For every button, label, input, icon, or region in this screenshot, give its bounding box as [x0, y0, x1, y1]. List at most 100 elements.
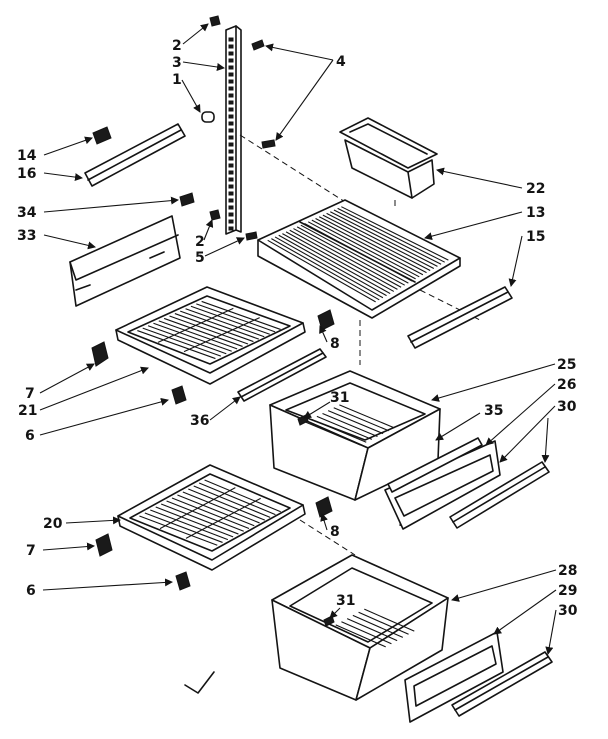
callout-30-lower: 30 — [558, 603, 578, 619]
grid-bar — [316, 415, 373, 440]
ladder-slot — [228, 156, 234, 161]
grid-bar — [137, 330, 216, 360]
crisper-rail — [237, 348, 327, 402]
ladder-slot — [228, 37, 234, 42]
callout-22: 22 — [526, 181, 545, 197]
grid-bar — [193, 485, 271, 518]
grid-bar — [196, 303, 276, 333]
callout-36: 36 — [190, 413, 209, 429]
callout-8-lower: 8 — [330, 524, 340, 540]
drawer-trim-lower — [451, 651, 553, 717]
grid-bar — [163, 317, 243, 347]
callout-6-lower: 6 — [26, 583, 36, 599]
grid-bar — [142, 327, 222, 357]
grid-bar — [188, 488, 266, 521]
grid-bar — [296, 226, 405, 286]
leader-lines — [39, 23, 557, 655]
grid-bar — [285, 231, 395, 292]
glass-shelf-upper — [115, 286, 306, 385]
ladder-slot — [228, 191, 234, 196]
ladder-slot — [228, 177, 234, 182]
callout-29: 29 — [558, 583, 577, 599]
trim-clip — [92, 126, 112, 145]
callout-20: 20 — [43, 516, 63, 532]
callout-35: 35 — [484, 403, 503, 419]
ladder-slot — [228, 212, 234, 217]
glass-shelf-lower — [117, 464, 306, 571]
grid-bar — [333, 407, 389, 432]
ladder-slot — [228, 149, 234, 154]
grid-bar — [153, 322, 232, 352]
callout-21: 21 — [18, 403, 37, 419]
grid-bar — [159, 487, 236, 530]
grid-bar — [307, 221, 416, 280]
grid-bar — [139, 515, 218, 546]
grid-bar — [158, 320, 238, 350]
wire-shelf — [257, 199, 461, 319]
screw-middle — [261, 139, 276, 149]
ladder-slot — [228, 107, 234, 112]
ladder-slot — [228, 114, 234, 119]
shelf-trim-upper — [84, 123, 186, 187]
grid-bar — [169, 315, 249, 345]
crisper-front-lower — [404, 631, 504, 723]
grid-bar — [305, 421, 361, 446]
grid-bar — [311, 219, 420, 278]
ladder-slot — [228, 184, 234, 189]
grid-bar — [267, 239, 376, 303]
callout-31-upper: 31 — [330, 390, 349, 406]
support-left-upper — [91, 341, 109, 367]
callout-33: 33 — [17, 228, 36, 244]
grid-bar — [180, 310, 260, 340]
callout-28: 28 — [558, 563, 577, 579]
grid-bar — [335, 624, 386, 648]
ladder-slot — [228, 65, 234, 70]
callout-8-upper: 8 — [330, 336, 340, 352]
shelf-brackets — [91, 309, 335, 591]
ladder-slot — [228, 121, 234, 126]
ladder-slot — [228, 44, 234, 49]
callout-2-upper: 2 — [172, 38, 182, 54]
grid-bar — [352, 614, 404, 638]
support-front-upper — [171, 385, 187, 405]
shelf-trim-right — [407, 286, 513, 349]
grid-bar — [198, 482, 276, 516]
callout-34: 34 — [17, 205, 37, 221]
callout-7-upper: 7 — [25, 386, 35, 402]
callout-25: 25 — [557, 357, 576, 373]
screw-lower — [245, 231, 258, 241]
ladder-slot — [228, 100, 234, 105]
grid-bar — [318, 216, 427, 274]
grid-bar — [337, 207, 445, 263]
ladder-slot — [228, 170, 234, 175]
grid-bar — [327, 410, 384, 435]
grid-bar — [182, 491, 260, 524]
front-trim-upper — [387, 437, 483, 493]
crisper-drawer-upper — [269, 370, 441, 501]
grid-bar — [150, 509, 229, 541]
drawer-trim-upper — [449, 461, 550, 529]
grid-bar — [300, 224, 409, 284]
callout-6-upper: 6 — [25, 428, 35, 444]
grid-bar — [293, 228, 402, 288]
ladder-slot — [228, 219, 234, 224]
callout-15: 15 — [526, 229, 545, 245]
grid-bar — [311, 418, 367, 443]
ladder-slot — [228, 86, 234, 91]
callout-14: 14 — [17, 148, 37, 164]
ladder-slot — [228, 163, 234, 168]
ladder-slot — [228, 142, 234, 147]
grid-bar — [160, 503, 239, 535]
grid-bar — [201, 300, 281, 330]
bracket-clip-upper — [209, 15, 221, 27]
screw-upper — [251, 39, 265, 51]
grid-bar — [330, 211, 438, 267]
crisper-cover-front — [69, 192, 195, 307]
grid-bar — [274, 236, 384, 299]
dairy-bin — [339, 117, 438, 199]
grid-bar — [271, 238, 380, 301]
ladder-slot — [228, 128, 234, 133]
callout-30-upper: 30 — [557, 399, 577, 415]
grid-bar — [190, 305, 270, 335]
